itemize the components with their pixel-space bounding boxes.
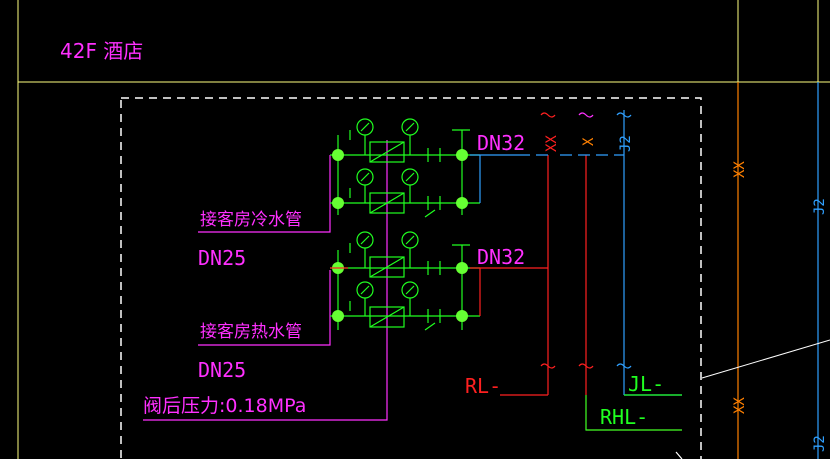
right-riser (701, 82, 830, 459)
junction-nodes (332, 149, 468, 322)
leader-lines (143, 140, 388, 421)
cold-pipe-label: 接客房冷水管 (200, 210, 302, 230)
j2-right-2: J2 (812, 435, 828, 452)
labels: 42F 酒店 接客房冷水管 DN25 接客房热水管 DN25 阀后压力:0.18… (60, 39, 828, 452)
pressure-label: 阀后压力:0.18MPa (143, 395, 306, 417)
green-pipes (578, 112, 683, 459)
j2-right-1: J2 (812, 198, 828, 215)
xx-right-2: XX (732, 397, 748, 414)
dn25-top: DN25 (198, 246, 246, 270)
frame (17, 0, 830, 459)
xx-right-1: XX (732, 161, 748, 178)
jl-label: JL- (628, 372, 664, 396)
rl-label: RL- (465, 374, 501, 398)
j2-top-label: J2 (618, 135, 634, 152)
hot-pipe-label: 接客房热水管 (200, 322, 302, 342)
room-boundary (120, 97, 702, 459)
dn25-bottom: DN25 (198, 358, 246, 382)
dn32-top: DN32 (477, 131, 525, 155)
dn32-bottom: DN32 (477, 245, 525, 269)
x-mid-label: X (581, 137, 597, 146)
xx-left-label: XX (544, 135, 560, 152)
rhl-label: RHL- (600, 405, 648, 429)
valve-assembly-bottom (330, 231, 480, 331)
floor-label: 42F 酒店 (60, 39, 143, 63)
